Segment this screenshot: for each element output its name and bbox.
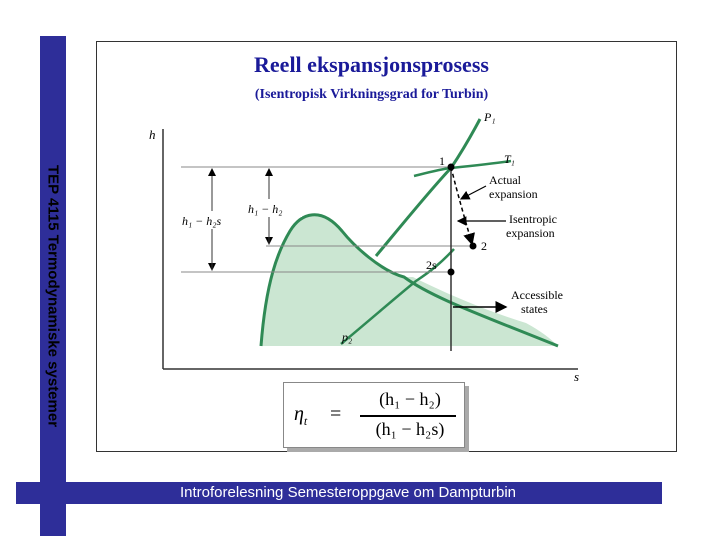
efficiency-formula: ηt = (h₁ − h₂) (h₁ − h₂s) bbox=[283, 382, 465, 448]
formula-eta: ηt bbox=[294, 403, 308, 428]
dim-label-inner: h₁ − h₂ bbox=[248, 202, 282, 216]
label-pt2: 2 bbox=[481, 239, 487, 253]
hs-diagram: h s h₁ − h₂s h₁ − h₂ P₁ T₁ 1 2 2s p₂ Act… bbox=[149, 110, 579, 384]
annot-actual-2: expansion bbox=[489, 187, 538, 201]
actual-expansion-path bbox=[450, 166, 475, 246]
annot-actual-1: Actual bbox=[489, 173, 522, 187]
state-point-2 bbox=[469, 242, 477, 250]
label-pt2s: 2s bbox=[426, 258, 437, 272]
state-point-2s bbox=[447, 268, 455, 276]
footer-text: Introforelesning Semesteroppgave om Damp… bbox=[180, 484, 517, 501]
axis-y-label: h bbox=[149, 127, 156, 142]
label-p2: p₂ bbox=[341, 330, 352, 344]
state-point-1 bbox=[447, 163, 455, 171]
label-pt1: 1 bbox=[439, 154, 445, 168]
annot-isen-1: Isentropic bbox=[509, 212, 557, 226]
isobar-p2 bbox=[340, 248, 455, 345]
slide-title: Reell ekspansjonsprosess bbox=[254, 52, 489, 77]
formula-denominator: (h₁ − h₂s) bbox=[375, 419, 445, 439]
label-t1: T₁ bbox=[504, 152, 515, 166]
annot-isen-2: expansion bbox=[506, 226, 555, 240]
axis-x-label: s bbox=[574, 369, 579, 384]
side-bar bbox=[40, 36, 66, 536]
annot-acc-2: states bbox=[521, 302, 548, 316]
formula-fraction-bar bbox=[360, 415, 456, 417]
dim-label-outer: h₁ − h₂s bbox=[182, 214, 221, 228]
formula-numerator: (h₁ − h₂) bbox=[379, 389, 441, 409]
saturation-dome bbox=[259, 213, 559, 348]
slide-subtitle: (Isentropisk Virkningsgrad for Turbin) bbox=[254, 87, 489, 102]
annot-acc-1: Accessible bbox=[511, 288, 563, 302]
footer-bar bbox=[16, 482, 662, 504]
formula-equals: = bbox=[330, 403, 342, 425]
isobar-p1 bbox=[374, 118, 482, 257]
side-label: TEP 4115 Termodynamiske systemer bbox=[44, 164, 62, 428]
arrow-actual bbox=[459, 185, 487, 200]
label-p1: P₁ bbox=[483, 110, 496, 124]
